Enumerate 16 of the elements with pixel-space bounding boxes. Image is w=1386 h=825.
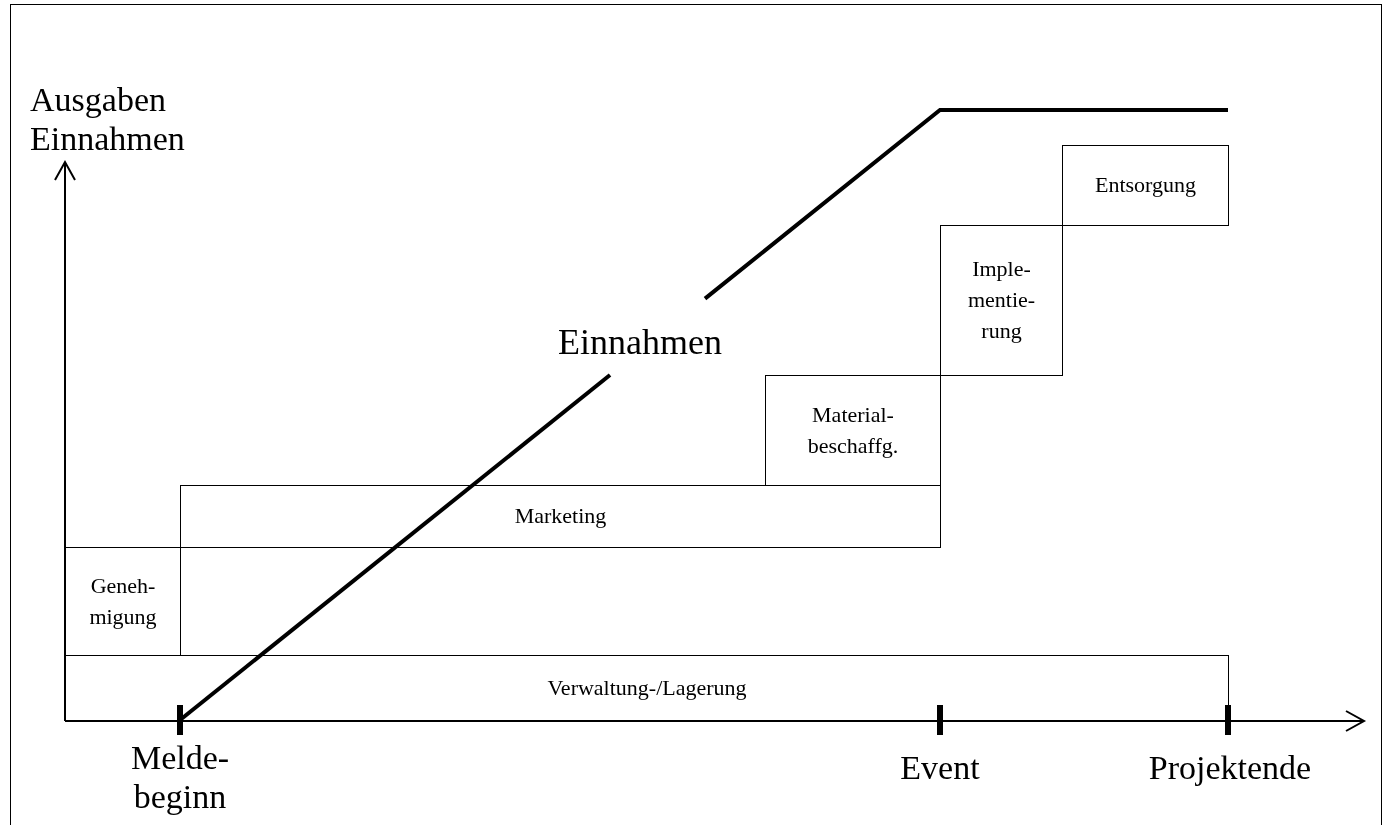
milestone-label: Melde- beginn (129, 738, 231, 817)
block-label: Verwaltung-/Lagerung (547, 673, 747, 702)
cost-block (65, 547, 181, 656)
milestone-label: Event (899, 748, 981, 788)
axis-label: Ausgaben Einnahmen (30, 80, 186, 159)
cost-block (765, 375, 941, 486)
milestone-label: Projektende (1147, 748, 1313, 788)
cost-block (180, 485, 941, 548)
block-label: Entsorgung (1094, 171, 1196, 200)
cost-block (940, 225, 1063, 376)
block-label: Geneh- migung (88, 571, 158, 631)
block-label: Imple- mentie- rung (966, 255, 1037, 345)
block-label: Marketing (514, 502, 607, 531)
cost-block (1062, 145, 1229, 226)
block-label: Material- beschaffg. (806, 400, 900, 460)
line-label: Einnahmen (557, 322, 723, 364)
